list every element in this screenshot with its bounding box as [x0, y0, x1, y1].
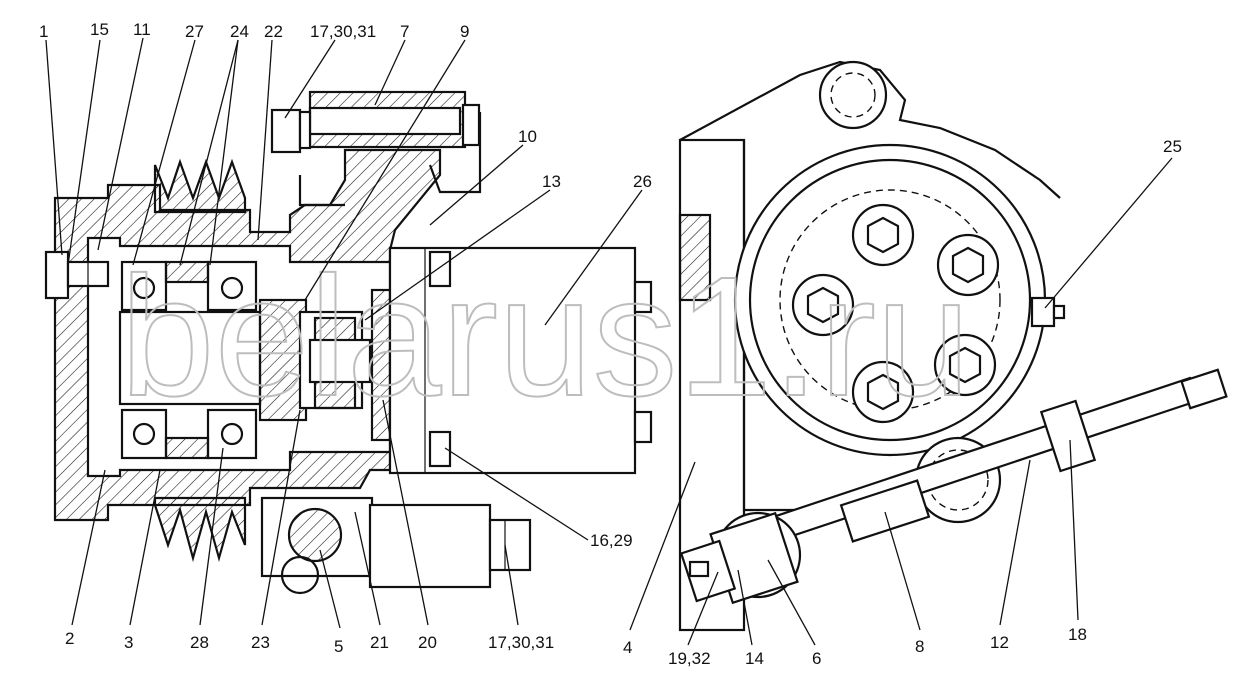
callout-1: 1 [39, 22, 48, 41]
callout-26: 26 [633, 172, 652, 191]
callout-22: 22 [264, 22, 283, 41]
callout-4: 4 [623, 638, 632, 657]
leader-lines [45, 37, 1173, 646]
callout-23: 23 [251, 633, 270, 652]
bearing-bottom-right [206, 408, 258, 460]
callout-24: 24 [230, 22, 249, 41]
right-end-view [678, 60, 1228, 632]
mount-bracket [679, 60, 1061, 199]
tension-bolt [368, 503, 492, 589]
callout-25: 25 [1163, 137, 1182, 156]
callout-19-32: 19,32 [668, 649, 711, 668]
callout-labels: 1 15 11 27 24 22 17,30,31 7 9 10 13 26 2… [39, 20, 1182, 668]
callout-3: 3 [124, 633, 133, 652]
callout-7: 7 [400, 22, 409, 41]
callout-28: 28 [190, 633, 209, 652]
callout-6: 6 [812, 649, 821, 668]
clamp-pin [287, 507, 343, 563]
callout-9: 9 [460, 22, 469, 41]
callout-2: 2 [65, 629, 74, 648]
callout-12: 12 [990, 633, 1009, 652]
bearing-bottom-left [120, 408, 168, 460]
callout-20: 20 [418, 633, 437, 652]
pulley-grooves-bottom [153, 496, 247, 563]
callout-21: 21 [370, 633, 389, 652]
callout-15: 15 [90, 20, 109, 39]
callout-27: 27 [185, 22, 204, 41]
callout-10: 10 [518, 127, 537, 146]
callout-8: 8 [915, 637, 924, 656]
bearing-top-right [206, 260, 258, 312]
callout-14: 14 [745, 649, 764, 668]
stud-7 [308, 106, 462, 136]
callout-17-30-31-top: 17,30,31 [310, 22, 376, 41]
callout-11: 11 [133, 20, 151, 39]
callout-18: 18 [1068, 625, 1087, 644]
callout-13: 13 [542, 172, 561, 191]
end-bolt [44, 250, 70, 300]
left-section-view [44, 90, 653, 595]
callout-16-29: 16,29 [590, 531, 633, 550]
callout-5: 5 [334, 637, 343, 656]
pivot-top [818, 60, 888, 130]
watermark: belarus1.ru [120, 242, 971, 432]
bearing-top-left [120, 260, 168, 312]
coupling-sleeve [258, 298, 308, 422]
callout-17-30-31-bottom: 17,30,31 [488, 633, 554, 652]
